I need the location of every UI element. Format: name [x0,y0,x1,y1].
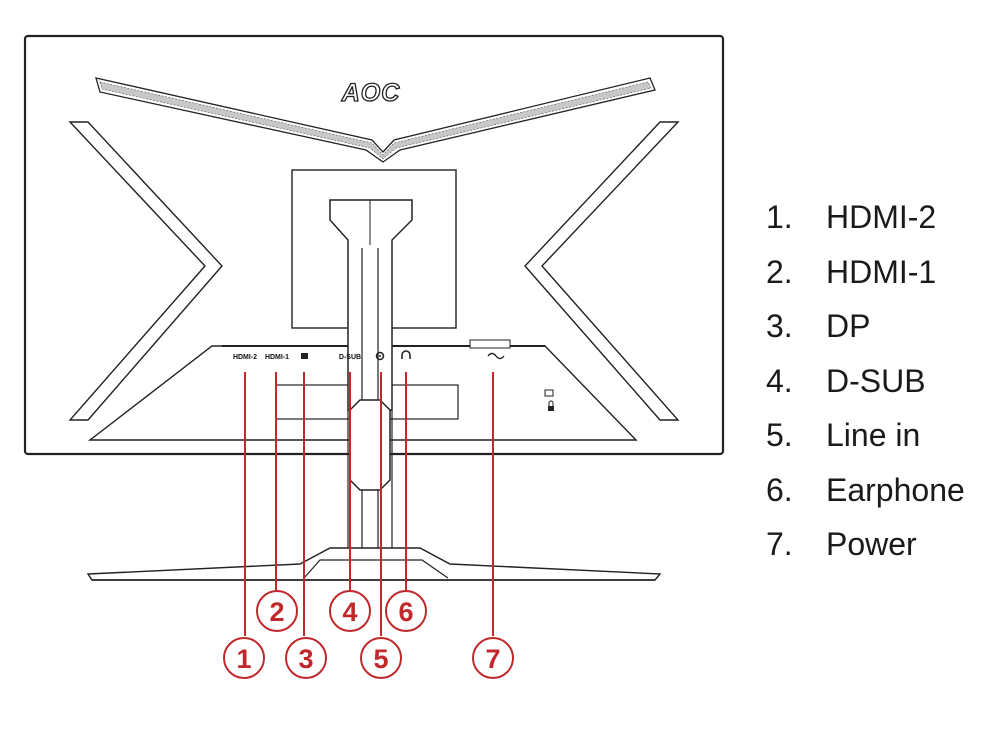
legend-text: Power [826,526,917,562]
callout-circle-4 [329,590,371,632]
legend-text: DP [826,308,871,344]
left-chevron-panel [68,121,223,421]
callout-circle-1 [223,637,265,679]
callout-lines [244,372,494,636]
legend-number: 5. [766,417,793,453]
legend-item: 7. Power [766,517,965,572]
port-label-d-sub: D-SUB [339,354,361,361]
callout-circle-5 [360,637,402,679]
callout-number-7: 7 [485,644,500,674]
legend-item: 6. Earphone [766,463,965,518]
legend-item: 1. HDMI-2 [766,190,965,245]
legend-text: Earphone [826,471,965,508]
line-in-icon [375,351,385,361]
callout-circle-7 [472,637,514,679]
legend-number: 2. [766,253,793,290]
port-legend: 1. HDMI-2 2. HDMI-1 3. DP 4. D-SUB 5. Line in… [766,190,965,572]
legend-number: 6. [766,471,793,508]
headphone-icon [401,350,411,359]
vent-grille [95,77,656,163]
callouts: 1 2 3 4 5 6 7 [223,590,514,679]
legend-item: 3. DP [766,299,965,354]
port-label-hdmi-2: HDMI-2 [233,354,257,361]
legend-number: 3. [766,308,793,344]
callout-circle-3 [285,637,327,679]
stand-neck [329,199,413,560]
legend-text: Line in [826,417,921,453]
legend-number: 1. [766,199,793,235]
callout-number-3: 3 [298,644,313,674]
legend-text: HDMI-2 [826,199,937,235]
legend-item: 2. HDMI-1 [766,245,965,300]
legend-text: HDMI-1 [826,253,937,290]
lock-icon [548,400,554,411]
callout-circle-2 [256,590,298,632]
callout-number-1: 1 [236,644,251,674]
port-label-hdmi-1: HDMI-1 [265,354,289,361]
callout-circle-6 [385,590,427,632]
legend-item: 4. D-SUB [766,354,965,409]
kensington-slot [544,389,554,397]
port-labels: HDMI-2 HDMI-1 D-SUB [233,350,554,411]
legend-number: 4. [766,362,793,399]
callout-number-5: 5 [373,644,388,674]
legend-text: D-SUB [826,362,926,399]
legend-item: 5. Line in [766,408,965,463]
callout-number-2: 2 [269,597,284,627]
ac-power-icon [487,352,505,360]
callout-number-4: 4 [342,597,357,627]
brand-logo: AOC [341,79,401,107]
right-chevron-panel [524,121,680,421]
legend-number: 7. [766,526,793,562]
stand-base [86,547,662,581]
displayport-icon [301,353,308,359]
callout-number-6: 6 [398,597,413,627]
